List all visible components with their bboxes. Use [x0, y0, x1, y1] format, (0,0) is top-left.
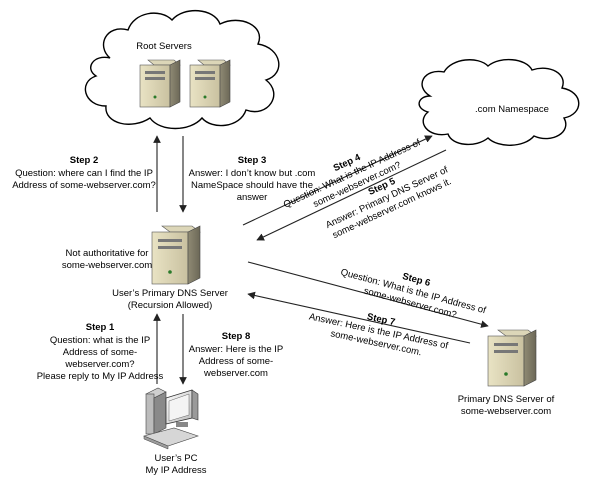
- step8-title: Step 8: [222, 331, 251, 342]
- step3-label: Step 3 Answer: I don’t know but .com Nam…: [189, 155, 316, 203]
- users-dns-note-line2: some-webserver.com: [62, 260, 152, 271]
- users-pc-icon: [143, 387, 199, 450]
- server-icon: [139, 59, 181, 108]
- step3-title: Step 3: [238, 155, 267, 166]
- users-dns-server-icon: [151, 225, 201, 285]
- server-icon: [189, 59, 231, 108]
- step3-line3: answer: [237, 192, 268, 203]
- com-namespace-cloud: .com Namespace: [418, 59, 580, 146]
- step1-line2: Address of some-: [63, 347, 137, 358]
- users-dns-note-line1: Not authoritative for: [66, 248, 149, 259]
- step1-line4: Please reply to My IP Address: [37, 371, 164, 382]
- step8-line3: webserver.com: [203, 368, 268, 379]
- step2-label: Step 2 Question: where can I find the IP…: [12, 155, 156, 191]
- step2-line1: Question: where can I find the IP: [15, 168, 153, 179]
- step3-line2: NameSpace should have the: [191, 180, 313, 191]
- step7-arrow: [247, 291, 471, 344]
- step3-line1: Answer: I don’t know but .com: [189, 168, 316, 179]
- root-servers-cloud: Root Servers: [84, 9, 280, 130]
- root-servers-label: Root Servers: [136, 41, 192, 52]
- step4-arrow: [242, 135, 433, 226]
- users-pc-label-line1: User’s PC: [155, 453, 198, 464]
- step2-line2: Address of some-webserver.com?: [12, 180, 156, 191]
- users-dns-label-line2: (Recursion Allowed): [128, 300, 212, 311]
- step8-label: Step 8 Answer: Here is the IP Address of…: [189, 331, 284, 379]
- step1-title: Step 1: [86, 322, 115, 333]
- step1-line3: webserver.com?: [64, 359, 134, 370]
- step1-line1: Question: what is the IP: [50, 335, 150, 346]
- step8-line1: Answer: Here is the IP: [189, 344, 284, 355]
- com-namespace-label: .com Namespace: [475, 104, 549, 115]
- step5-arrow: [256, 149, 447, 241]
- users-pc-label-line2: My IP Address: [145, 465, 206, 476]
- primary-dns-server-icon: [487, 329, 537, 387]
- step1-label: Step 1 Question: what is the IP Address …: [37, 322, 164, 382]
- primary-dns-label-line2: some-webserver.com: [461, 406, 551, 417]
- step8-line2: Address of some-: [199, 356, 273, 367]
- step2-title: Step 2: [70, 155, 99, 166]
- step6-arrow: [247, 261, 489, 328]
- users-dns-label-line1: User’s Primary DNS Server: [112, 288, 228, 299]
- primary-dns-label-line1: Primary DNS Server of: [458, 394, 555, 405]
